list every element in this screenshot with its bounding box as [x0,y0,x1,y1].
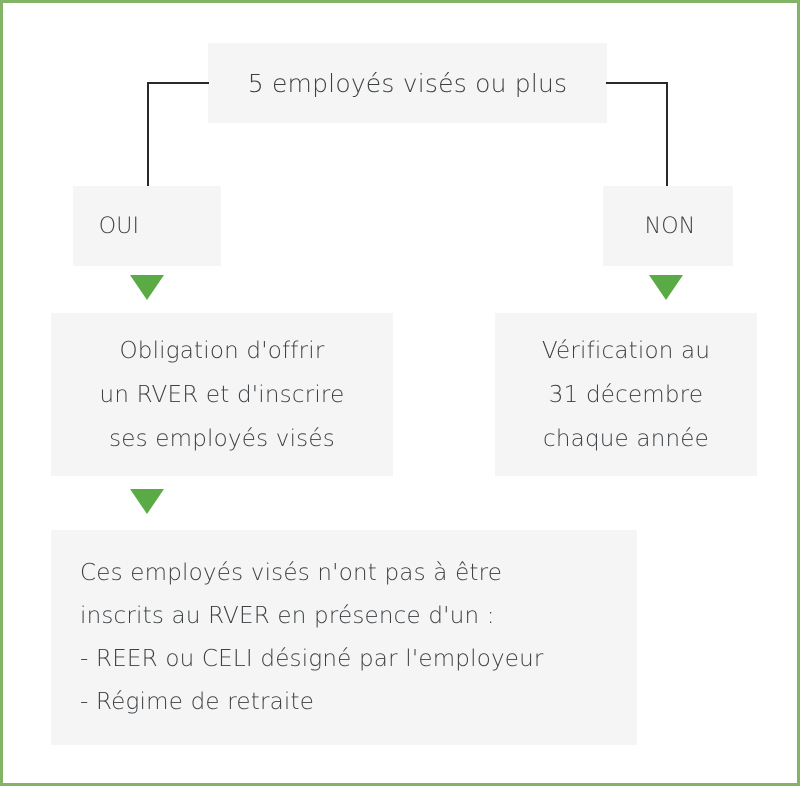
node-obligation-line-1: Obligation d'offrir [119,337,325,364]
node-branch-no: NON [603,186,733,266]
node-obligation-line-2: un RVER et d'inscrire [99,381,345,408]
connector-right-vertical [666,82,668,187]
node-exemption-line-1: Ces employés visés n'ont pas à être [80,559,503,586]
node-branch-yes: OUI [73,186,221,266]
arrow-down-icon-no-to-verification [649,275,683,300]
node-top-condition: 5 employés visés ou plus [208,43,607,123]
node-top-label: 5 employés visés ou plus [247,68,568,98]
arrow-down-icon-yes-to-obligation [130,275,164,300]
node-verification-line-2: 31 décembre [548,381,704,408]
node-verification-line-3: chaque année [543,425,709,452]
connector-left-horizontal [147,82,209,84]
node-obligation-line-3: ses employés visés [109,425,335,452]
node-branch-no-label: NON [644,213,696,239]
node-exemption-bullet-2: - Régime de retraite [80,688,315,715]
node-verification: Vérification au 31 décembre chaque année [495,313,757,476]
node-obligation: Obligation d'offrir un RVER et d'inscrir… [51,313,393,476]
node-exemption-line-2: inscrits au RVER en présence d'un : [80,602,495,629]
node-exemption: Ces employés visés n'ont pas à être insc… [51,530,637,745]
node-branch-yes-label: OUI [98,213,140,239]
node-exemption-bullet-1: - REER ou CELI désigné par l'employeur [80,645,544,672]
node-verification-line-1: Vérification au [541,337,711,364]
connector-left-vertical [147,82,149,187]
connector-right-horizontal [606,82,668,84]
arrow-down-icon-obligation-to-exemption [130,489,164,514]
